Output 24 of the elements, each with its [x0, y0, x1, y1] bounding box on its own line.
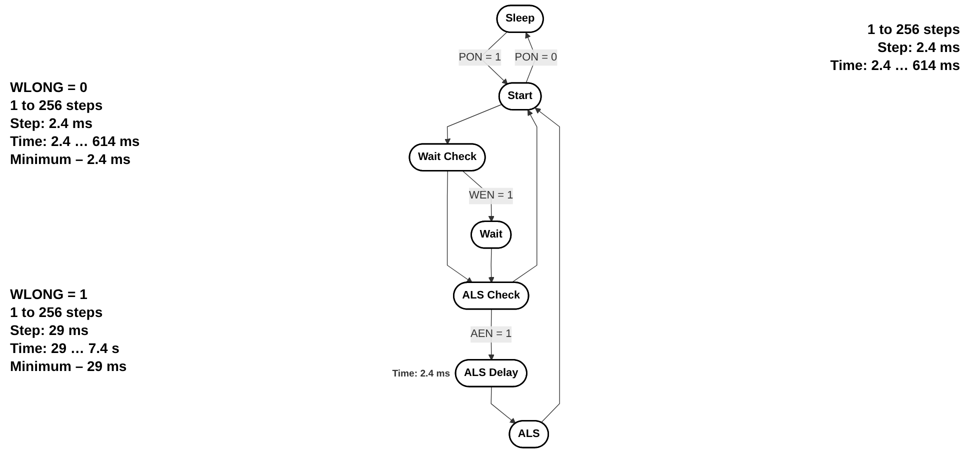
arrow	[512, 110, 538, 284]
note-text: Minimum – 29 ms	[10, 356, 128, 375]
edge-label: PON = 1	[459, 51, 502, 64]
note-text: Time: 2.4 … 614 ms	[829, 56, 960, 74]
edge-label: WEN = 1	[470, 190, 514, 202]
note-text: WLONG = 0	[10, 78, 88, 96]
note-text: Step: 29 ms	[10, 320, 90, 339]
edge-label: PON = 0	[515, 51, 558, 64]
note-text: 1 to 256 steps	[10, 96, 104, 114]
arrow	[447, 170, 473, 283]
note-text: Time: 29 … 7.4 s	[10, 338, 120, 357]
note-text: Time: 2.4 ms	[392, 368, 451, 380]
arrow	[444, 104, 503, 145]
note-text: Step: 2.4 ms	[876, 38, 960, 56]
arrow	[535, 108, 560, 423]
note-text: WLONG = 1	[10, 284, 88, 303]
note-text: Step: 2.4 ms	[10, 114, 94, 132]
arrow	[488, 248, 495, 283]
note-text: Time: 2.4 … 614 ms	[10, 132, 141, 150]
edge-label: AEN = 1	[471, 328, 512, 340]
arrow	[491, 386, 516, 424]
note-text: 1 to 256 steps	[866, 20, 960, 38]
note-text: 1 to 256 steps	[10, 302, 104, 321]
note-text: Minimum – 2.4 ms	[10, 150, 132, 168]
